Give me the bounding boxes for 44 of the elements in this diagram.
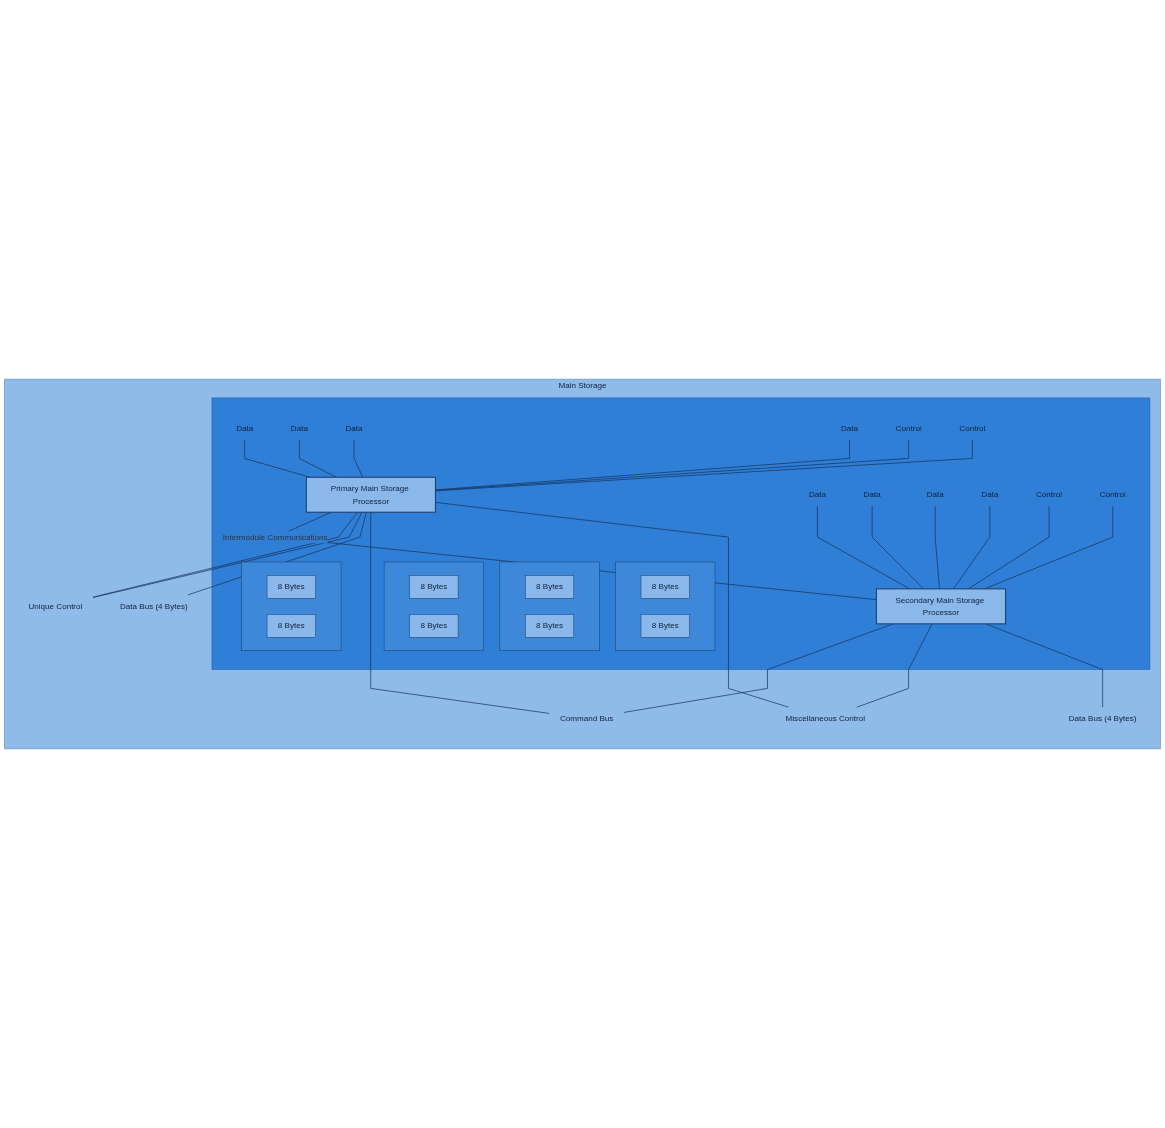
node-text: Control (1099, 489, 1126, 499)
connector (435, 502, 790, 708)
node-box: 8 Bytes (640, 575, 690, 599)
node-text: Miscellaneous Control (785, 713, 865, 723)
cluster (241, 561, 342, 651)
cluster (615, 561, 716, 651)
node-text: Control (1036, 489, 1063, 499)
node-text: Control (959, 423, 986, 433)
edge-label: Intermodule Communications (222, 532, 328, 542)
connector (985, 623, 1103, 708)
connector (299, 439, 337, 478)
connector (856, 623, 933, 708)
node-text: Data (345, 423, 363, 433)
node-box: Secondary Main Storage Processor (875, 588, 1007, 625)
node-box: 8 Bytes (266, 614, 316, 638)
node-text: Data (290, 423, 308, 433)
connector (871, 505, 924, 590)
node-box: 8 Bytes (266, 575, 316, 599)
node-box: 8 Bytes (409, 614, 459, 638)
cluster (211, 397, 1151, 670)
node-box: Primary Main Storage Processor (305, 476, 436, 513)
node-text: Data (236, 423, 254, 433)
node-text: Data (808, 489, 826, 499)
node-text: Data (981, 489, 999, 499)
node-box: 8 Bytes (409, 575, 459, 599)
node-box: 8 Bytes (525, 614, 575, 638)
node-text: Control (895, 423, 922, 433)
node-text: Data (926, 489, 944, 499)
node-text: Data (863, 489, 881, 499)
cluster (499, 561, 600, 651)
cluster (383, 561, 484, 651)
node-box: 8 Bytes (640, 614, 690, 638)
connector (967, 505, 1050, 590)
connector (370, 511, 550, 714)
node-text: Unique Control (28, 601, 83, 611)
node-text: Data Bus (4 Bytes) (120, 601, 188, 611)
node-text: Data Bus (4 Bytes) (1068, 713, 1137, 723)
connector (623, 623, 894, 713)
node-text: Command Bus (559, 713, 614, 723)
node-box: 8 Bytes (525, 575, 575, 599)
node-text: Data (840, 423, 859, 433)
connector (953, 505, 991, 590)
connector (934, 505, 940, 590)
connector (353, 439, 364, 478)
